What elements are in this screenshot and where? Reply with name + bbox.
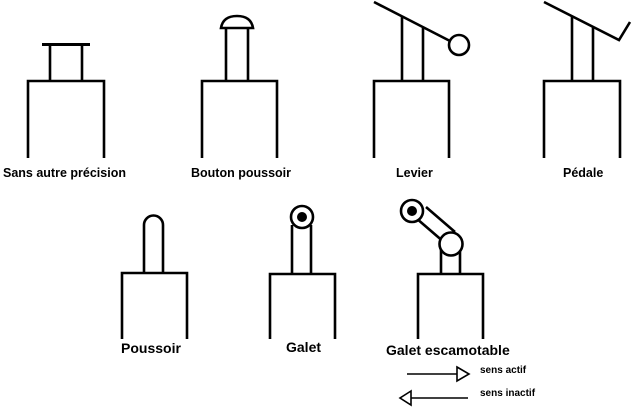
symbol-poussoir: Poussoir <box>120 214 189 356</box>
body-outline <box>416 272 485 339</box>
legend-inactive-label: sens inactif <box>480 388 536 399</box>
arrow-inactive-head-icon <box>398 389 412 407</box>
stem <box>400 17 425 81</box>
roller-axle <box>297 212 307 222</box>
label-galet-escamotable: Galet escamotable <box>386 342 510 358</box>
stem <box>48 45 84 81</box>
label-bouton-poussoir: Bouton poussoir <box>191 166 291 180</box>
stem <box>224 29 250 81</box>
button-dome <box>219 14 255 30</box>
lever-knob <box>447 33 471 57</box>
symbol-pedale: Pédale <box>542 0 632 180</box>
symbol-galet-escamotable: Galet escamotable <box>386 198 510 358</box>
label-levier: Levier <box>396 166 433 180</box>
label-sans-autre-precision: Sans autre précision <box>3 166 126 180</box>
legend: sens actif sens inactif <box>398 365 536 407</box>
symbol-levier: Levier <box>372 0 471 180</box>
symbol-sans-autre-precision: Sans autre précision <box>3 43 126 180</box>
lever-arm <box>373 0 451 43</box>
arrow-active-head-icon <box>456 365 471 383</box>
plunger <box>142 214 165 273</box>
stem <box>439 250 462 274</box>
body-outline <box>542 79 622 158</box>
pedal-plate <box>543 0 632 42</box>
body-outline <box>120 271 189 339</box>
body-outline <box>268 272 337 339</box>
stem <box>290 225 313 274</box>
body-outline <box>200 79 279 158</box>
pivot-roller <box>438 231 464 257</box>
label-galet: Galet <box>286 339 321 355</box>
legend-active: sens actif <box>407 365 527 383</box>
legend-active-label: sens actif <box>480 365 527 376</box>
label-pedale: Pédale <box>563 166 603 180</box>
symbol-galet: Galet <box>268 204 337 355</box>
body-outline <box>372 79 451 158</box>
legend-inactive: sens inactif <box>398 388 536 407</box>
label-poussoir: Poussoir <box>121 340 181 356</box>
body-outline <box>26 79 106 158</box>
roller-axle <box>407 206 417 216</box>
symbol-bouton-poussoir: Bouton poussoir <box>191 14 291 180</box>
stem <box>570 16 595 81</box>
